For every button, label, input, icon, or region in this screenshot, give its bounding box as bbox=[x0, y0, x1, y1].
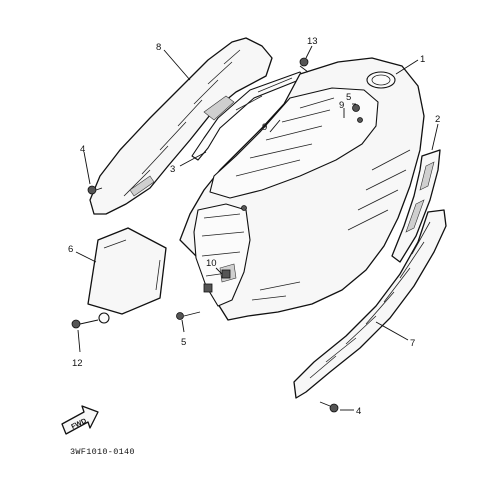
part-2-emblem bbox=[391, 149, 441, 263]
part-6-lid bbox=[87, 227, 167, 324]
callout-2: 2 bbox=[435, 114, 440, 125]
callout-13: 13 bbox=[307, 36, 318, 47]
callout-9-right: 9 bbox=[339, 100, 344, 111]
callout-7: 7 bbox=[410, 338, 415, 349]
forward-arrow-icon: FWD bbox=[61, 405, 99, 435]
fastener-5-upper bbox=[352, 104, 360, 112]
diagram-code: 3WF1010-0140 bbox=[70, 447, 135, 457]
fastener-4-upper bbox=[87, 185, 103, 195]
fastener-12 bbox=[71, 319, 99, 329]
callout-12: 12 bbox=[72, 358, 83, 369]
callout-4-lower: 4 bbox=[356, 406, 361, 417]
part-8-side-cover-left bbox=[89, 37, 273, 215]
callout-6: 6 bbox=[68, 244, 73, 255]
leader-lines bbox=[75, 45, 439, 411]
fastener-13 bbox=[299, 57, 309, 73]
callout-10: 10 bbox=[206, 258, 217, 269]
callout-3: 3 bbox=[170, 164, 175, 175]
callout-5-upper: 5 bbox=[346, 92, 351, 103]
part-1-body-cover bbox=[179, 57, 425, 321]
callout-8: 8 bbox=[156, 42, 161, 53]
callout-5-lower: 5 bbox=[181, 337, 186, 348]
callout-4-upper: 4 bbox=[80, 144, 85, 155]
callout-9-left: 9 bbox=[262, 122, 267, 133]
fastener-5-lower bbox=[176, 311, 201, 320]
part-7-lower-strip bbox=[293, 209, 447, 399]
fastener-4-lower bbox=[319, 401, 339, 413]
callout-1: 1 bbox=[420, 54, 425, 65]
